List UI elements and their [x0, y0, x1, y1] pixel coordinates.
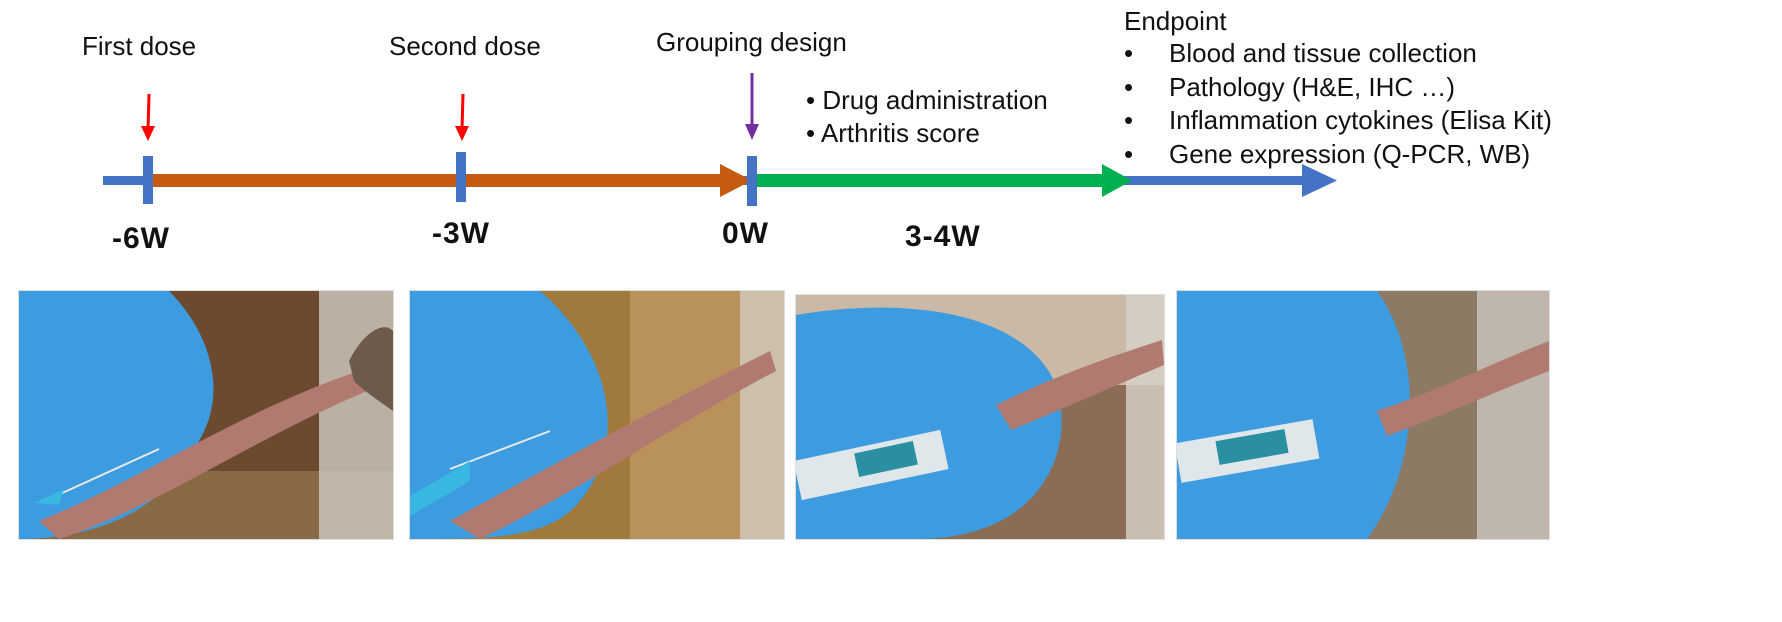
endpoint-item: Gene expression (Q-PCR, WB) — [1124, 138, 1552, 172]
treatment-segment — [752, 174, 1106, 187]
photo-tail-injection-3 — [795, 294, 1165, 540]
photo-tail-injection-4 — [1176, 290, 1550, 540]
endpoint-title: Endpoint — [1124, 6, 1227, 36]
tick-grouping — [747, 156, 757, 206]
grouping-design-label: Grouping design — [656, 27, 847, 57]
week-label-3-4: 3-4W — [905, 220, 981, 253]
endpoint-item: Inflammation cytokines (Elisa Kit) — [1124, 104, 1552, 138]
first-dose-arrow-icon — [141, 93, 155, 141]
grouping-arrow-icon — [745, 73, 759, 140]
endpoint-item: Blood and tissue collection — [1124, 37, 1552, 71]
arthritis-score-text: • Arthritis score — [806, 118, 980, 148]
endpoint-block: Endpoint Blood and tissue collection Pat… — [1124, 6, 1552, 171]
timeline-axis-arrowhead — [1302, 164, 1337, 197]
week-label-minus-3: -3W — [432, 217, 490, 250]
week-label-0: 0W — [722, 217, 769, 250]
second-dose-arrow-icon — [455, 93, 469, 141]
photo-tail-injection-2 — [409, 290, 785, 540]
treatment-segment-arrowhead — [1102, 164, 1132, 197]
second-dose-label: Second dose — [389, 31, 541, 61]
induction-segment — [148, 174, 723, 187]
photo-tail-injection-1 — [18, 290, 394, 540]
tick-first-dose — [143, 156, 153, 204]
drug-administration-text: • Drug administration — [806, 85, 1048, 115]
endpoint-item: Pathology (H&E, IHC …) — [1124, 71, 1552, 105]
tail-injection-needle-icon — [19, 291, 393, 539]
treatment-bullets: • Drug administration • Arthritis score — [806, 84, 1048, 150]
week-label-minus-6: -6W — [112, 222, 170, 255]
tick-second-dose — [456, 152, 466, 202]
first-dose-label: First dose — [82, 31, 197, 61]
tail-injection-needle-icon — [410, 291, 784, 539]
induction-segment-arrowhead — [720, 164, 752, 197]
tail-injection-syringe-icon — [796, 295, 1164, 539]
endpoint-list: Blood and tissue collection Pathology (H… — [1124, 37, 1552, 171]
timeline — [103, 73, 1337, 206]
tail-injection-syringe-icon — [1177, 291, 1549, 539]
